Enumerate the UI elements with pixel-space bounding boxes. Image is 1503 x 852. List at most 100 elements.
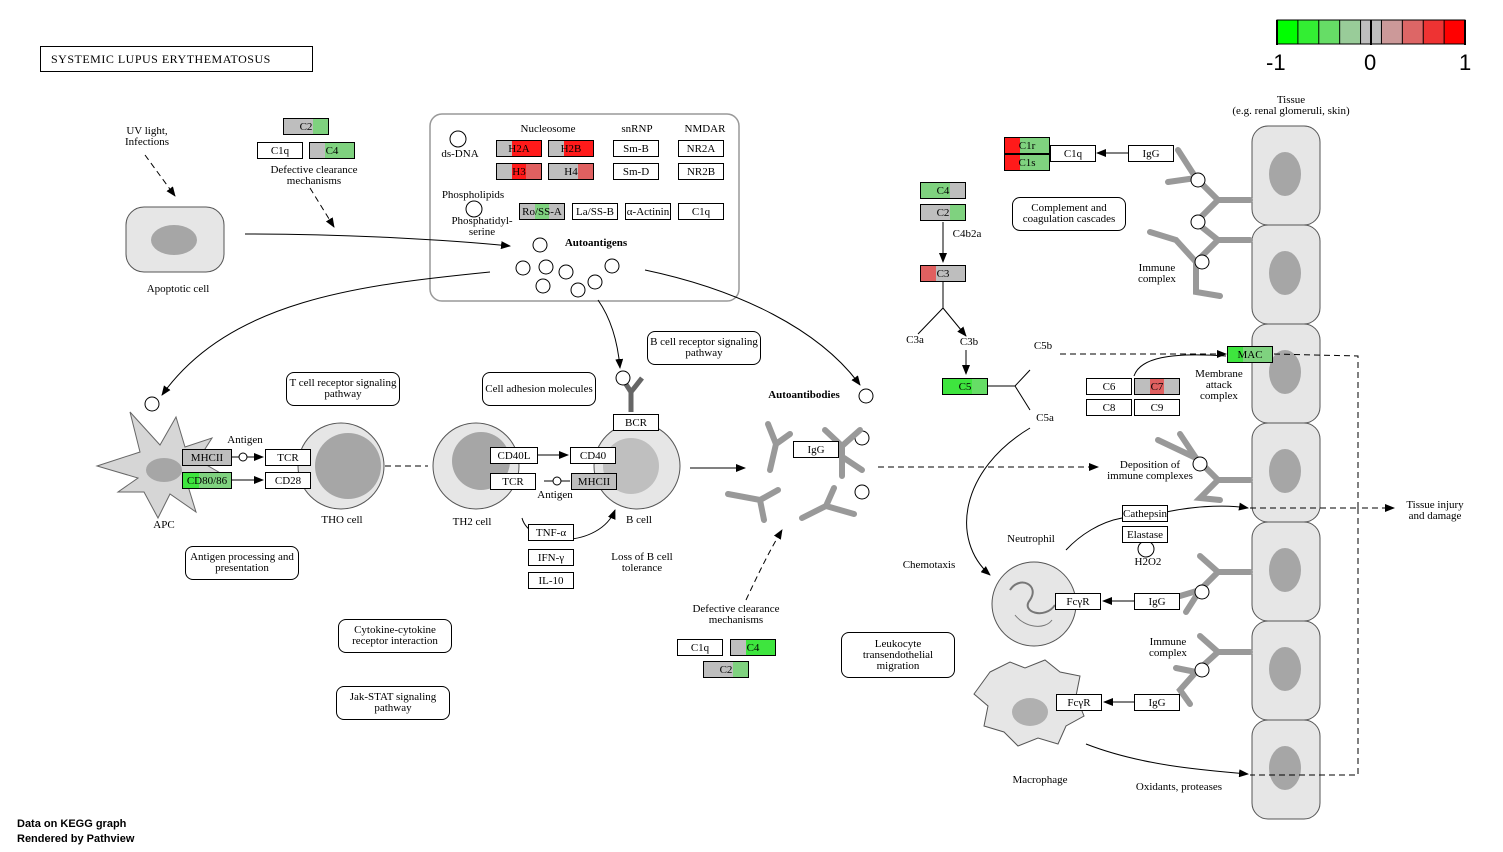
gene-sm-d[interactable]: Sm-D — [613, 163, 659, 180]
gene-c2-top[interactable]: C2 — [283, 118, 329, 135]
gene-mac[interactable]: MAC — [1227, 346, 1273, 363]
gene-label: C1q — [690, 641, 710, 654]
gene-h2a[interactable]: H2A — [496, 140, 542, 157]
gene-label: C5 — [958, 380, 972, 393]
gene-label: C7 — [1150, 380, 1164, 393]
gene-label: FcγR — [1066, 595, 1090, 608]
gene-nr2a[interactable]: NR2A — [678, 140, 724, 157]
uv-label: UV light, Infections — [125, 125, 169, 148]
legend-swatch — [1318, 20, 1341, 44]
macrophage-label: Macrophage — [1012, 774, 1068, 786]
gene-c2-bot[interactable]: C2 — [703, 661, 749, 678]
gene-c3[interactable]: C3 — [920, 265, 966, 282]
pathway-jak-stat[interactable]: Jak-STAT signaling pathway — [336, 686, 450, 720]
gene-igg-neu[interactable]: IgG — [1134, 593, 1180, 610]
gene-c4-top[interactable]: C4 — [309, 142, 355, 159]
gene-igg-mid[interactable]: IgG — [793, 441, 839, 458]
gene-c1q-top[interactable]: C1q — [257, 142, 303, 159]
gene-igg-mac[interactable]: IgG — [1134, 694, 1180, 711]
pathway-tcr[interactable]: T cell receptor signaling pathway — [286, 372, 400, 406]
gene-c1r[interactable]: C1r — [1004, 137, 1050, 154]
gene-a-actinin[interactable]: α-Actinin — [625, 203, 671, 220]
gene-c1q-comp[interactable]: C1q — [1050, 145, 1096, 162]
gene-bcr[interactable]: BCR — [613, 414, 659, 431]
gene-tcr-apc[interactable]: TCR — [265, 449, 311, 466]
page-title: SYSTEMIC LUPUS ERYTHEMATOSUS — [40, 46, 313, 72]
gene-c1q-bot[interactable]: C1q — [677, 639, 723, 656]
gene-nr2b[interactable]: NR2B — [678, 163, 724, 180]
pathway-antigen-processing[interactable]: Antigen processing and presentation — [185, 546, 299, 580]
pathway-complement[interactable]: Complement and coagulation cascades — [1012, 197, 1126, 231]
gene-c1q-nuc[interactable]: C1q — [678, 203, 724, 220]
gene-fcyr-neu[interactable]: FcγR — [1055, 593, 1101, 610]
gene-label: BCR — [624, 416, 647, 429]
gene-igg-comp[interactable]: IgG — [1128, 145, 1174, 162]
gene-c8[interactable]: C8 — [1086, 399, 1132, 416]
ds-dna-label: ds-DNA — [441, 148, 479, 160]
gene-h2b[interactable]: H2B — [548, 140, 594, 157]
nucleosome-label: Nucleosome — [520, 123, 576, 135]
apc-label: APC — [153, 519, 175, 531]
gene-lass-b[interactable]: La/SS-B — [572, 203, 618, 220]
gene-label: FcγR — [1067, 696, 1091, 709]
gene-c6[interactable]: C6 — [1086, 378, 1132, 395]
gene-c1s[interactable]: C1s — [1004, 154, 1050, 171]
gene-label: CD40L — [497, 449, 531, 462]
legend-mid-label: 0 — [1364, 50, 1377, 75]
gene-c5[interactable]: C5 — [942, 378, 988, 395]
gene-c7[interactable]: C7 — [1134, 378, 1180, 395]
gene-ross-a[interactable]: Ro/SS-A — [519, 203, 565, 220]
immune-complex-bottom-label: Immune complex — [1149, 636, 1187, 659]
autoantibodies-label: Autoantibodies — [768, 389, 840, 401]
gene-cd80-86[interactable]: CD80/86 — [182, 472, 232, 489]
th2-cell-label: TH2 cell — [452, 516, 492, 528]
gene-mhcii-b[interactable]: MHCII — [571, 473, 617, 490]
pathway-cytokine[interactable]: Cytokine-cytokine receptor interaction — [338, 619, 452, 653]
gene-label: Cathepsin — [1123, 507, 1167, 520]
pathway-bcr[interactable]: B cell receptor signaling pathway — [647, 331, 761, 365]
autoantigens-label: Autoantigens — [564, 237, 628, 249]
gene-cd28[interactable]: CD28 — [265, 472, 311, 489]
gene-elastase[interactable]: Elastase — [1122, 526, 1168, 543]
gene-label: C1q — [691, 205, 711, 218]
gene-tcr-th2[interactable]: TCR — [490, 473, 536, 490]
c4b2a-label: C4b2a — [952, 228, 982, 240]
antigen-b-label: Antigen — [537, 489, 573, 501]
gene-label: Ro/SS-A — [522, 205, 562, 218]
gene-c4-comp[interactable]: C4 — [920, 182, 966, 199]
pathway-cell-adhesion[interactable]: Cell adhesion molecules — [482, 372, 596, 406]
defective-clearance-bottom-label: Defective clearance mechanisms — [692, 603, 780, 626]
tissue-label: Tissue (e.g. renal glomeruli, skin) — [1232, 94, 1350, 117]
gene-ifn-g[interactable]: IFN-γ — [528, 549, 574, 566]
gene-sm-b[interactable]: Sm-B — [613, 140, 659, 157]
gene-cd40l[interactable]: CD40L — [490, 447, 538, 464]
gene-il-10[interactable]: IL-10 — [528, 572, 574, 589]
gene-mhcii-apc[interactable]: MHCII — [182, 449, 232, 466]
gene-c9[interactable]: C9 — [1134, 399, 1180, 416]
gene-label: IgG — [1142, 147, 1160, 160]
gene-label: TCR — [277, 451, 299, 464]
gene-h4[interactable]: H4 — [548, 163, 594, 180]
gene-label: C1r — [1018, 139, 1036, 152]
gene-label: Elastase — [1126, 528, 1164, 541]
gene-fcyr-mac[interactable]: FcγR — [1056, 694, 1102, 711]
gene-c4-bot[interactable]: C4 — [730, 639, 776, 656]
credit-line-1: Data on KEGG graph — [17, 818, 127, 830]
gene-label: Sm-D — [622, 165, 650, 178]
gene-h3[interactable]: H3 — [496, 163, 542, 180]
pathway-leukocyte[interactable]: Leukocyte transendothelial migration — [841, 632, 955, 678]
legend-swatch — [1277, 20, 1299, 44]
c3a-label: C3a — [906, 334, 924, 346]
legend-swatch — [1381, 20, 1403, 44]
b-cell-label: B cell — [626, 514, 652, 526]
gene-cathepsin[interactable]: Cathepsin — [1122, 505, 1168, 522]
gene-c2-comp[interactable]: C2 — [920, 204, 966, 221]
gene-label: C6 — [1102, 380, 1116, 393]
nmdar-label: NMDAR — [684, 123, 726, 135]
c5a-label: C5a — [1036, 412, 1054, 424]
gene-cd40[interactable]: CD40 — [570, 447, 616, 464]
gene-label: α-Actinin — [626, 205, 670, 218]
gene-tnf-a[interactable]: TNF-α — [528, 524, 574, 541]
gene-label: CD80/86 — [186, 474, 228, 487]
